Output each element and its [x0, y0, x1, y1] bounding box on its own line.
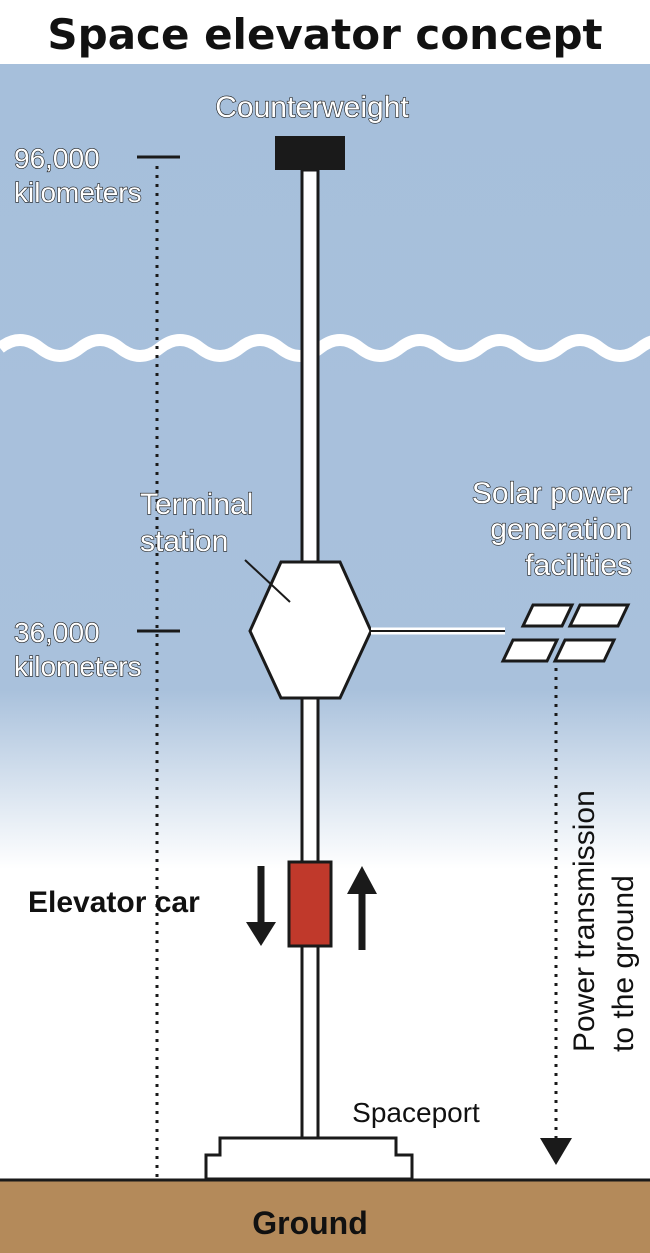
- terminal-station-label-line1: Terminal: [140, 488, 253, 521]
- power-transmission-label-line1: Power transmission: [568, 790, 601, 1052]
- solar-panel: [520, 603, 575, 628]
- diagram-title: Space elevator concept: [47, 10, 602, 59]
- solar-panel: [500, 638, 560, 663]
- altitude-top-unit: kilometers: [14, 177, 142, 208]
- up-arrow-icon: [347, 866, 377, 894]
- solar-label-line2: generation: [490, 513, 632, 546]
- solar-label-line1: Solar power: [472, 477, 632, 510]
- solar-panel: [552, 638, 617, 663]
- solar-panel: [567, 603, 631, 628]
- power-transmission-label: Power transmission to the ground: [568, 790, 640, 1052]
- elevator-car: [287, 860, 333, 948]
- spaceport-label: Spaceport: [352, 1097, 480, 1128]
- altitude-mid-value: 36,000: [14, 617, 100, 648]
- power-transmission-label-line2: to the ground: [607, 875, 640, 1052]
- terminal-station-leader: [244, 559, 291, 603]
- power-transmission-arrowhead: [540, 1138, 572, 1165]
- terminal-station-label-line2: station: [140, 525, 228, 558]
- solar-label-line3: facilities: [525, 549, 632, 582]
- spaceport-platform: [204, 1136, 414, 1181]
- ground-label: Ground: [252, 1205, 368, 1241]
- down-arrow-icon: [246, 922, 276, 946]
- ground-area: [0, 1180, 650, 1253]
- distance-break-wave: [0, 334, 650, 362]
- solar-panel-array: [500, 603, 631, 663]
- counterweight-label: Counterweight: [215, 91, 409, 124]
- counterweight-block: [275, 136, 345, 170]
- title-band: [0, 0, 650, 64]
- altitude-top-value: 96,000: [14, 143, 100, 174]
- elevator-car-label: Elevator car: [28, 886, 200, 919]
- altitude-mid-unit: kilometers: [14, 651, 142, 682]
